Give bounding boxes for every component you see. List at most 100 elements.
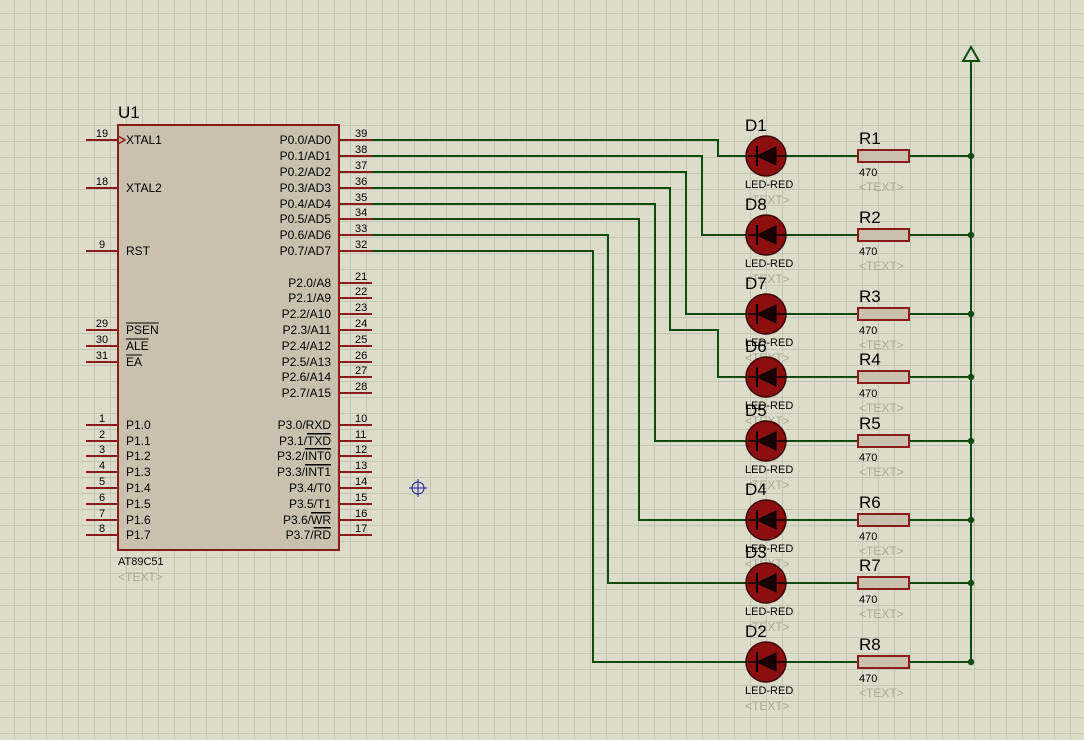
led-column: D1LED-RED<TEXT>D8LED-RED<TEXT>D7LED-RED<… [745, 116, 793, 713]
wire-res-bus[interactable] [910, 155, 971, 663]
resistor-body-icon[interactable] [857, 655, 910, 669]
resistor-body-icon[interactable] [857, 370, 910, 384]
clock-pin-marker-icon [117, 135, 127, 145]
wire-p06[interactable] [372, 234, 748, 584]
led-value: LED-RED [745, 685, 793, 697]
power-terminal-icon[interactable] [961, 44, 981, 62]
junction-dot [967, 579, 975, 587]
wire-p01[interactable] [372, 155, 748, 236]
pin-label: P2.2/A10 [282, 307, 332, 321]
junction-dot [967, 658, 975, 666]
pin-label-overbar: RD [314, 528, 332, 542]
resistor-value: 470 [859, 388, 877, 400]
wire-p07[interactable] [372, 250, 748, 663]
pin-label: P0.0/AD0 [280, 133, 332, 147]
pin-label: XTAL1 [126, 133, 162, 147]
resistor-column: R1470<TEXT>R2470<TEXT>R3470<TEXT>R4470<T… [857, 129, 910, 700]
led-text-placeholder: <TEXT> [745, 620, 790, 634]
resistor-value: 470 [859, 246, 877, 258]
wire-p00[interactable] [372, 139, 748, 157]
led-value: LED-RED [745, 258, 793, 270]
resistor-body-icon[interactable] [857, 307, 910, 321]
pin-number: 5 [99, 476, 105, 488]
resistor-body-icon[interactable] [857, 513, 910, 527]
resistor-body-icon[interactable] [857, 228, 910, 242]
pin-number: 17 [355, 523, 367, 535]
resistor-body-icon[interactable] [857, 434, 910, 448]
pin-label: P1.1 [126, 434, 151, 448]
resistor-ref: R3 [859, 287, 881, 306]
pin-label: EA [126, 355, 142, 369]
junction-dot [967, 152, 975, 160]
junctions [967, 152, 975, 666]
wire-p05[interactable] [372, 218, 748, 521]
resistor-body-icon[interactable] [857, 576, 910, 590]
pin-number: 6 [99, 492, 105, 504]
wires [372, 60, 972, 663]
wire-p03[interactable] [372, 187, 748, 378]
resistor-text-placeholder: <TEXT> [859, 686, 904, 700]
wire-p02[interactable] [372, 171, 748, 315]
pin-label: ALE [126, 339, 149, 353]
wire-p04[interactable] [372, 203, 748, 442]
mcu-body[interactable] [117, 124, 340, 551]
resistor-body-icon[interactable] [857, 149, 910, 163]
pin-label: P3.2/INT0 [277, 449, 331, 463]
wire-led-res[interactable] [786, 155, 858, 663]
